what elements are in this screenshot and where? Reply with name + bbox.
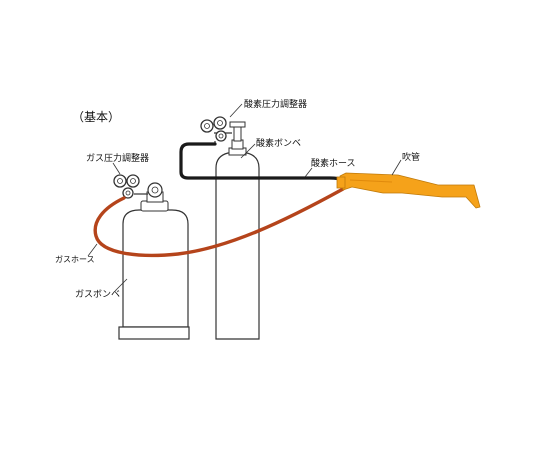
gas-gauge-3 bbox=[122, 187, 134, 199]
oxygen-gauge-3 bbox=[215, 130, 227, 142]
gas-cylinder-label: ガスボンベ bbox=[75, 289, 120, 300]
oxygen-cylinder-leader bbox=[240, 143, 256, 159]
gas-gauge-1 bbox=[113, 174, 127, 188]
oxygen-cylinder-label: 酸素ボンベ bbox=[256, 137, 301, 149]
gas-cylinder-leader bbox=[114, 278, 128, 292]
gas-hose-label: ガスホース bbox=[55, 254, 95, 264]
gas-regulator-label: ガス圧力調整器 bbox=[86, 152, 149, 164]
gas-cylinder bbox=[118, 182, 190, 340]
torch bbox=[336, 172, 481, 209]
oxygen-cylinder bbox=[215, 121, 260, 340]
oxygen-regulator bbox=[200, 116, 232, 144]
gas-hose bbox=[93, 187, 345, 258]
oxygen-regulator-label: 酸素圧力調整器 bbox=[244, 98, 307, 110]
gas-regulator-leader bbox=[112, 162, 121, 175]
diagram-title: （基本） bbox=[72, 110, 120, 124]
torch-leader bbox=[391, 159, 402, 176]
gas-regulator bbox=[113, 174, 148, 199]
oxygen-gauge-1 bbox=[200, 119, 214, 133]
oxygen-gauge-2 bbox=[213, 116, 227, 130]
torch-label: 吹管 bbox=[402, 151, 420, 163]
gas-gauge-2 bbox=[126, 174, 140, 188]
oxygen-regulator-leader bbox=[229, 103, 243, 118]
oxygen-hose-label: 酸素ホース bbox=[311, 157, 356, 169]
oxygen-hose-leader bbox=[304, 167, 313, 178]
gas-hose-leader bbox=[87, 243, 98, 257]
